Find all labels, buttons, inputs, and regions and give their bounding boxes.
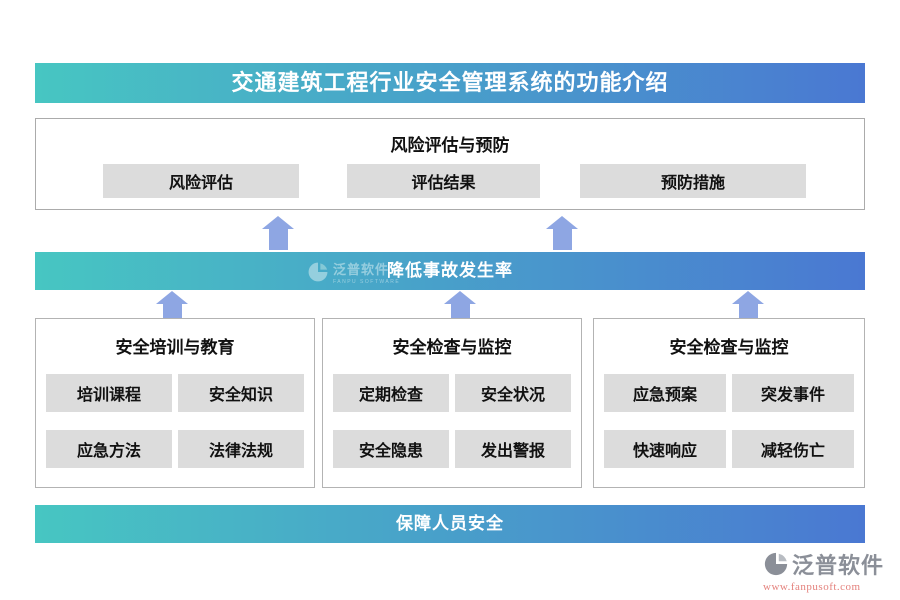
feature-box-safety-inspection: 安全检查与监控 定期检查 安全状况 安全隐患 发出警报 (322, 318, 582, 488)
arrow-head (732, 291, 764, 304)
node-issue-alerts: 发出警报 (455, 430, 571, 468)
node-emergency-methods: 应急方法 (46, 430, 172, 468)
feature-box-title: 安全检查与监控 (669, 338, 789, 357)
watermark: 泛普软件 FANPU SOFTWARE (307, 259, 400, 285)
node-emergency-plan: 应急预案 (604, 374, 726, 412)
feature-box-title: 安全检查与监控 (392, 338, 512, 357)
node-reduce-casualties: 减轻伤亡 (732, 430, 854, 468)
arrow-head (546, 216, 578, 229)
node-risk-assessment: 风险评估 (103, 164, 299, 198)
footer-logo-name: 泛普软件 (792, 553, 885, 578)
feature-box-grid: 培训课程 安全知识 应急方法 法律法规 (36, 374, 314, 468)
mid-banner-label: 降低事故发生率 (387, 261, 513, 280)
node-safety-hazards: 安全隐患 (333, 430, 449, 468)
node-laws-regulations: 法律法规 (178, 430, 304, 468)
risk-panel-title: 风险评估与预防 (390, 136, 510, 155)
arrow-head (156, 291, 188, 304)
feature-box-grid: 应急预案 突发事件 快速响应 减轻伤亡 (594, 374, 864, 468)
feature-box-grid: 定期检查 安全状况 安全隐患 发出警报 (323, 374, 581, 468)
bottom-banner: 保障人员安全 (35, 505, 865, 543)
arrow-head (262, 216, 294, 229)
node-training-courses: 培训课程 (46, 374, 172, 412)
feature-box-title: 安全培训与教育 (115, 338, 235, 357)
node-rapid-response: 快速响应 (604, 430, 726, 468)
page-title: 交通建筑工程行业安全管理系统的功能介绍 (35, 63, 865, 103)
feature-box-safety-training: 安全培训与教育 培训课程 安全知识 应急方法 法律法规 (35, 318, 315, 488)
arrow-stem (450, 304, 470, 320)
node-safety-status: 安全状况 (455, 374, 571, 412)
fanpu-logo-icon (764, 552, 788, 576)
risk-assessment-panel: 风险评估与预防 风险评估 评估结果 预防措施 (35, 118, 865, 210)
node-regular-inspection: 定期检查 (333, 374, 449, 412)
up-arrow-icon (156, 291, 188, 320)
up-arrow-icon (262, 216, 294, 250)
arrow-stem (738, 304, 758, 320)
watermark-logo-icon (308, 262, 328, 282)
up-arrow-icon (732, 291, 764, 320)
arrow-stem (552, 229, 572, 250)
node-assessment-result: 评估结果 (347, 164, 540, 198)
node-sudden-incidents: 突发事件 (732, 374, 854, 412)
arrow-stem (162, 304, 182, 320)
watermark-text: 泛普软件 FANPU SOFTWARE (333, 262, 401, 285)
arrow-head (444, 291, 476, 304)
up-arrow-icon (546, 216, 578, 250)
node-prevention-measures: 预防措施 (580, 164, 806, 198)
feature-box-emergency-response: 安全检查与监控 应急预案 突发事件 快速响应 减轻伤亡 (593, 318, 865, 488)
footer-logo-row: 泛普软件 (763, 548, 895, 580)
arrow-stem (268, 229, 288, 250)
footer-logo: 泛普软件 www.fanpusoft.com (763, 548, 895, 593)
mid-banner: 降低事故发生率 泛普软件 FANPU SOFTWARE (35, 252, 865, 290)
up-arrow-icon (444, 291, 476, 320)
footer-logo-url: www.fanpusoft.com (763, 581, 861, 593)
node-safety-knowledge: 安全知识 (178, 374, 304, 412)
